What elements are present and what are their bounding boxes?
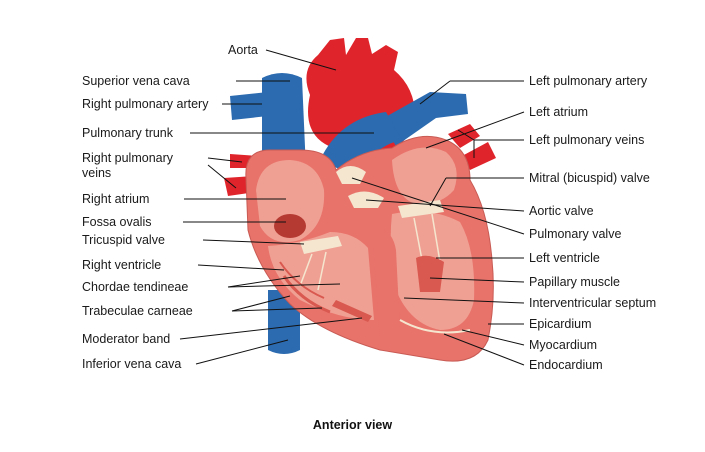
aortic-valve <box>348 191 384 208</box>
pulmonary-trunk <box>320 112 402 178</box>
moderator-band <box>332 300 372 322</box>
label-right-ventricle: Right ventricle <box>82 258 161 272</box>
label-left-pulmonary-artery: Left pulmonary artery <box>529 74 648 88</box>
fossa-ovalis <box>274 214 306 238</box>
chordae-tendineae <box>299 213 441 291</box>
label-pulmonary-valve: Pulmonary valve <box>529 227 621 241</box>
label-pulmonary-trunk: Pulmonary trunk <box>82 126 174 140</box>
endocardium <box>399 319 471 334</box>
label-papillary-muscle: Papillary muscle <box>529 275 620 289</box>
label-right-atrium: Right atrium <box>82 192 149 206</box>
label-tricuspid-valve: Tricuspid valve <box>82 233 165 247</box>
label-aortic-valve: Aortic valve <box>529 204 594 218</box>
figure-caption: Anterior view <box>312 418 393 432</box>
label-left-pulmonary-veins: Left pulmonary veins <box>529 133 644 147</box>
label-superior-vena-cava: Superior vena cava <box>82 74 190 88</box>
right-pulmonary-artery <box>230 92 268 120</box>
left-pulmonary-veins <box>448 124 496 170</box>
label-trabeculae-carneae: Trabeculae carneae <box>82 304 193 318</box>
label-interventricular-septum: Interventricular septum <box>529 296 656 310</box>
label-epicardium: Epicardium <box>529 317 592 331</box>
label-right-pulmonary-veins-line1: Right pulmonary <box>82 151 174 165</box>
left-atrium <box>392 147 457 205</box>
label-left-ventricle: Left ventricle <box>529 251 600 265</box>
label-endocardium: Endocardium <box>529 358 603 372</box>
label-aorta: Aorta <box>228 43 258 57</box>
label-right-pulmonary-artery: Right pulmonary artery <box>82 97 209 111</box>
leader-lines <box>179 49 525 366</box>
label-myocardium: Myocardium <box>529 338 597 352</box>
interventricular-septum <box>372 229 400 340</box>
label-fossa-ovalis: Fossa ovalis <box>82 215 151 229</box>
labels-left: Aorta Superior vena cava Right pulmonary… <box>82 43 258 371</box>
label-chordae-tendineae: Chordae tendineae <box>82 280 188 294</box>
pulmonary-valve <box>336 166 366 184</box>
label-mitral-valve: Mitral (bicuspid) valve <box>529 171 650 185</box>
trabeculae-carneae <box>279 261 331 314</box>
papillary-muscle <box>416 255 444 292</box>
label-right-pulmonary-veins-line2: veins <box>82 166 111 180</box>
label-moderator-band: Moderator band <box>82 332 170 346</box>
labels-right: Left pulmonary artery Left atrium Left p… <box>529 74 656 372</box>
superior-vena-cava <box>262 73 306 170</box>
label-left-atrium: Left atrium <box>529 105 588 119</box>
left-pulmonary-artery <box>380 92 468 146</box>
label-inferior-vena-cava: Inferior vena cava <box>82 357 181 371</box>
tricuspid-valve <box>300 236 342 254</box>
